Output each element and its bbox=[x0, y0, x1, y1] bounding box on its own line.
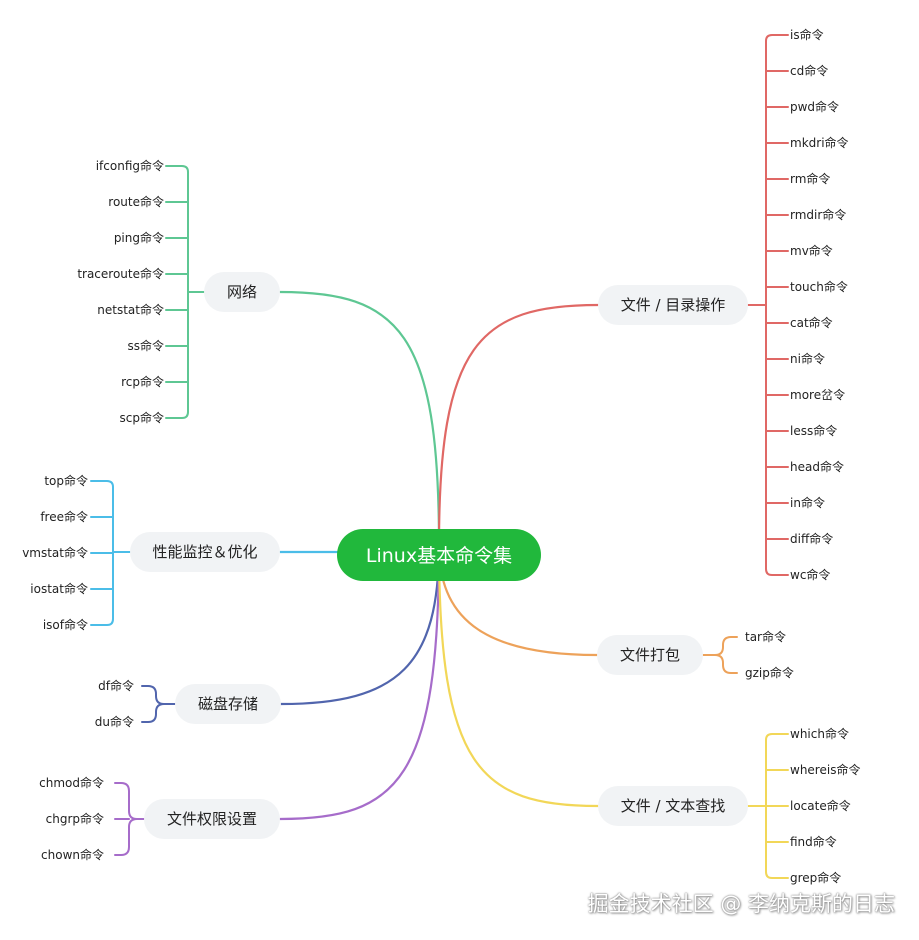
bracket-brace-pack bbox=[702, 636, 738, 674]
leaf-fileops-3: mkdri命令 bbox=[790, 135, 849, 150]
leaf-fileops-2: pwd命令 bbox=[790, 99, 839, 114]
leaf-fileops-14: diff命令 bbox=[790, 531, 833, 546]
branch-node-fileops bbox=[598, 285, 748, 325]
leaf-perf-1: free命令 bbox=[40, 509, 88, 524]
branch-label-network: 网络 bbox=[227, 283, 257, 301]
leaf-disk-1: du命令 bbox=[95, 714, 134, 729]
leaf-fileops-12: head命令 bbox=[790, 459, 844, 474]
leaf-fileops-11: less命令 bbox=[790, 423, 837, 438]
leaf-fileops-8: cat命令 bbox=[790, 315, 833, 330]
branch-connector-perm bbox=[278, 543, 441, 821]
leaf-fileops-0: is命令 bbox=[790, 27, 824, 42]
leaf-network-7: scp命令 bbox=[120, 410, 164, 425]
branch-node-network bbox=[204, 272, 280, 312]
leaf-pack-0: tar命令 bbox=[745, 629, 786, 644]
branch-label-perf: 性能监控＆优化 bbox=[152, 543, 257, 561]
branch-connector-search bbox=[437, 543, 600, 808]
leaf-fileops-13: in命令 bbox=[790, 495, 825, 510]
leaf-fileops-5: rmdir命令 bbox=[790, 207, 846, 222]
branch-node-search bbox=[598, 786, 748, 826]
bracket-spine-network bbox=[165, 165, 189, 419]
leaf-fileops-4: rm命令 bbox=[790, 171, 830, 186]
leaf-fileops-15: wc命令 bbox=[790, 567, 830, 582]
branch-node-perf bbox=[130, 532, 280, 572]
branch-label-perm: 文件权限设置 bbox=[167, 810, 257, 828]
leaf-network-2: ping命令 bbox=[114, 230, 164, 245]
leaf-fileops-9: ni命令 bbox=[790, 351, 825, 366]
watermark: 掘金技术社区 @ 李纳克斯的日志 bbox=[587, 892, 895, 916]
leaf-search-4: grep命令 bbox=[790, 870, 841, 885]
leaf-network-1: route命令 bbox=[108, 194, 164, 209]
bracket-spine-fileops bbox=[765, 34, 789, 576]
bracket-brace-perm bbox=[114, 782, 145, 856]
leaf-perm-2: chown命令 bbox=[41, 847, 104, 862]
leaf-network-6: rcp命令 bbox=[121, 374, 164, 389]
leaf-perf-3: iostat命令 bbox=[30, 581, 88, 596]
leaf-fileops-6: mv命令 bbox=[790, 243, 833, 258]
branch-node-disk bbox=[175, 684, 281, 724]
leaf-network-4: netstat命令 bbox=[97, 302, 164, 317]
branch-label-pack: 文件打包 bbox=[620, 646, 680, 664]
branch-node-pack bbox=[597, 635, 703, 675]
leaf-pack-1: gzip命令 bbox=[745, 665, 794, 680]
leaf-perm-1: chgrp命令 bbox=[46, 811, 104, 826]
branch-label-search: 文件 / 文本查找 bbox=[621, 797, 726, 815]
leaf-fileops-10: more岔令 bbox=[790, 387, 845, 402]
leaf-perf-4: isof命令 bbox=[43, 617, 88, 632]
leaf-perf-2: vmstat命令 bbox=[22, 545, 88, 560]
branch-connector-network bbox=[278, 290, 441, 547]
leaf-network-3: traceroute命令 bbox=[77, 266, 164, 281]
leaf-search-1: whereis命令 bbox=[790, 762, 860, 777]
leaf-fileops-7: touch命令 bbox=[790, 279, 848, 294]
branch-connector-fileops bbox=[437, 303, 600, 547]
center-node bbox=[337, 529, 541, 581]
leaf-perf-0: top命令 bbox=[44, 473, 88, 488]
leaf-network-0: ifconfig命令 bbox=[96, 158, 164, 173]
leaf-fileops-1: cd命令 bbox=[790, 63, 828, 78]
leaf-search-3: find命令 bbox=[790, 834, 837, 849]
leaf-disk-0: df命令 bbox=[98, 678, 134, 693]
leaf-perm-0: chmod命令 bbox=[39, 775, 104, 790]
leaf-network-5: ss命令 bbox=[127, 338, 164, 353]
bracket-brace-disk bbox=[141, 685, 176, 723]
branch-connector-disk bbox=[279, 543, 441, 706]
branch-node-perm bbox=[144, 799, 280, 839]
branch-label-fileops: 文件 / 目录操作 bbox=[621, 296, 726, 314]
leaf-search-0: which命令 bbox=[790, 726, 849, 741]
branch-label-disk: 磁盘存储 bbox=[198, 695, 258, 713]
leaf-search-2: locate命令 bbox=[790, 798, 851, 813]
center-label: Linux基本命令集 bbox=[366, 545, 512, 567]
